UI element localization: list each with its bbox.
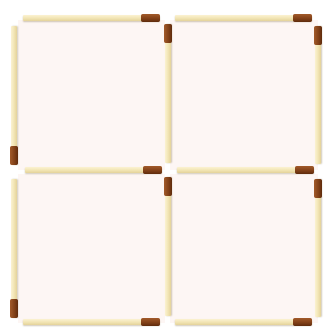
square-bottom-left: [18, 174, 165, 323]
matchstick-top-right[interactable]: [175, 15, 312, 21]
matchstick-head: [141, 14, 160, 22]
matchstick-head: [293, 14, 312, 22]
matchstick-left-upper[interactable]: [11, 26, 17, 165]
matchstick-top-left[interactable]: [23, 15, 160, 21]
matchstick-head: [10, 299, 18, 318]
matchstick-middle-right[interactable]: [177, 167, 314, 173]
matchstick-head: [164, 177, 172, 196]
matchstick-middle-left[interactable]: [25, 167, 162, 173]
matchstick-bottom-left[interactable]: [23, 319, 160, 325]
matchstick-head: [314, 26, 322, 45]
matchstick-left-lower[interactable]: [11, 179, 17, 318]
square-bottom-right: [170, 174, 318, 323]
matchstick-center-upper[interactable]: [165, 24, 171, 163]
matchstick-head: [10, 146, 18, 165]
matchstick-right-lower[interactable]: [315, 179, 321, 317]
matchstick-head: [293, 318, 312, 326]
matchstick-head: [143, 166, 162, 174]
square-top-left: [18, 20, 165, 170]
matchstick-bottom-right[interactable]: [175, 319, 312, 325]
matchstick-head: [295, 166, 314, 174]
square-top-right: [170, 20, 318, 170]
matchstick-head: [314, 179, 322, 198]
matchstick-head: [164, 24, 172, 43]
matchstick-center-lower[interactable]: [165, 177, 171, 316]
matchstick-right-upper[interactable]: [315, 26, 321, 164]
matchstick-head: [141, 318, 160, 326]
